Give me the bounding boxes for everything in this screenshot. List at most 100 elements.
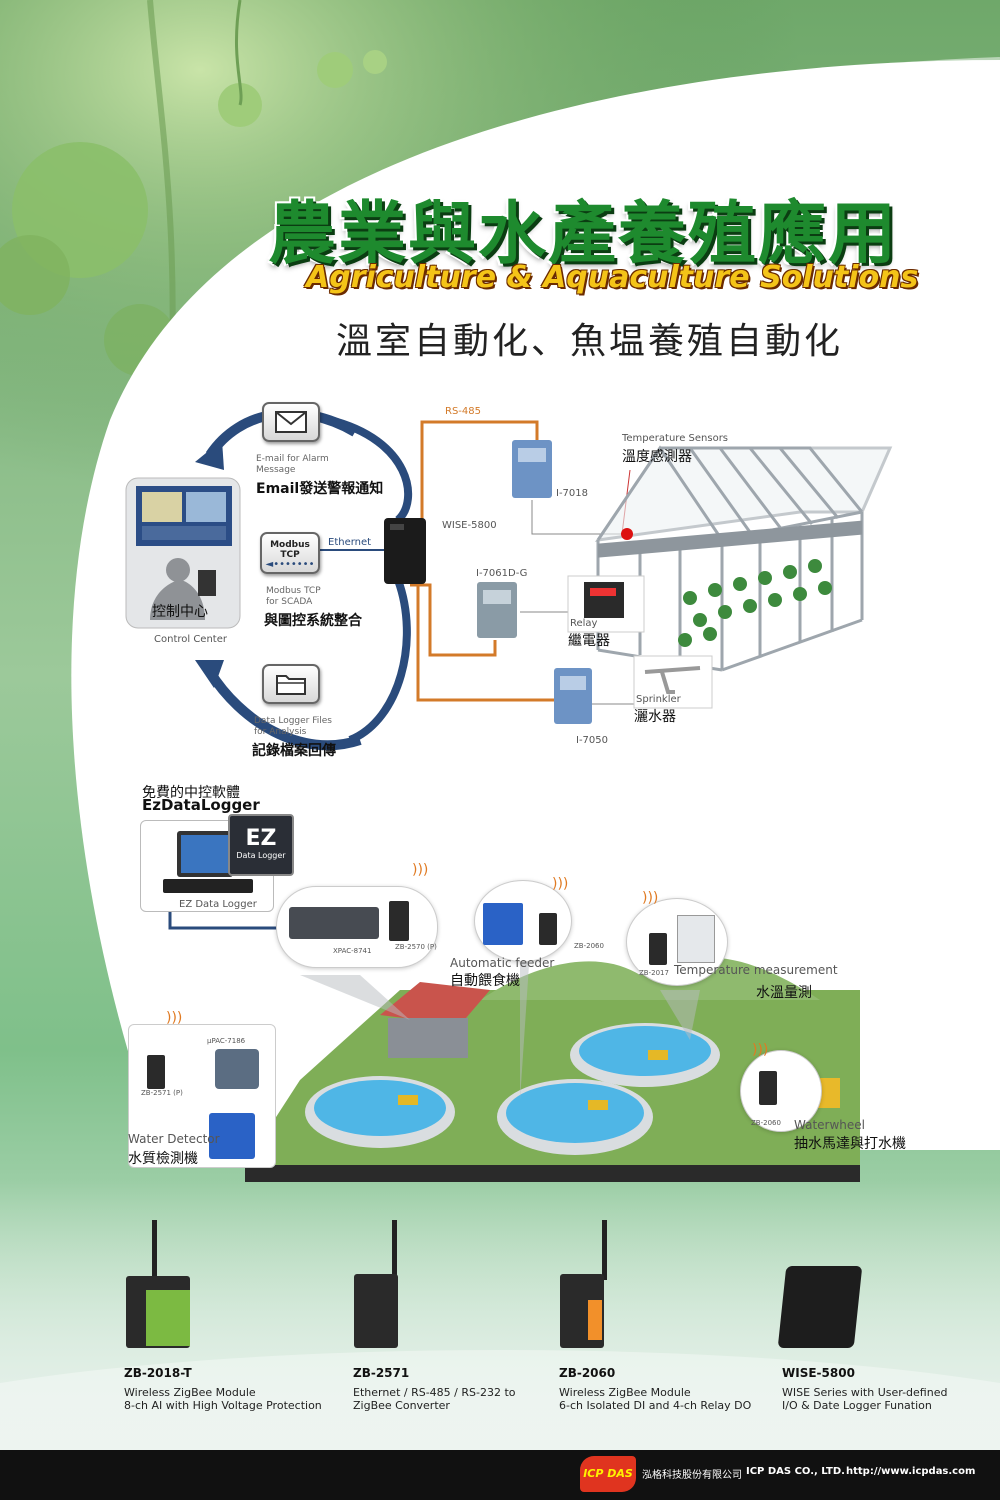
waterwheel-en-label: Waterwheel — [794, 1118, 865, 1132]
product-name: ZB-2018-T — [124, 1366, 192, 1380]
arc-logger — [205, 669, 362, 751]
sprinkler-box — [633, 655, 713, 709]
upac-label: μPAC-7186 — [207, 1037, 246, 1045]
xpac-label: XPAC-8741 — [333, 947, 372, 955]
company-en: ICP DAS CO., LTD. — [746, 1466, 845, 1477]
product-desc: I/O & Date Logger Funation — [782, 1399, 932, 1412]
i7018-label: I-7018 — [556, 488, 589, 499]
pond — [305, 1076, 455, 1148]
product-zb2018t: ZB-2018-T Wireless ZigBee Module 8-ch AI… — [124, 1366, 344, 1412]
email-icon — [262, 402, 320, 442]
waterwheel-zh-label: 抽水馬達與打水機 — [794, 1136, 906, 1152]
product-desc: 8-ch AI with High Voltage Protection — [124, 1399, 322, 1412]
relay-zh-label: 繼電器 — [568, 633, 610, 649]
product-desc: Ethernet / RS-485 / RS-232 to — [353, 1386, 516, 1399]
product-desc: WISE Series with User-defined — [782, 1386, 948, 1399]
feeder-device — [483, 903, 523, 945]
ethernet-label: Ethernet — [328, 537, 372, 548]
greenhouse — [594, 445, 893, 672]
ezdatalogger-label: EzDataLogger — [142, 796, 260, 814]
icpdas-logo: ICP DAS — [580, 1456, 636, 1492]
product-zb2571-image — [352, 1220, 402, 1350]
rs485-line — [410, 583, 497, 657]
modbus-tcp-icon: Modbus TCP ◄••••••• — [260, 532, 320, 574]
arrow-logger — [195, 660, 224, 688]
product-zb2018t-image — [122, 1220, 194, 1350]
feeder-bubble — [474, 880, 572, 962]
relay-en-label: Relay — [570, 618, 598, 629]
product-desc: 6-ch Isolated DI and 4-ch Relay DO — [559, 1399, 752, 1412]
water-zh-label: 水質檢測機 — [128, 1151, 198, 1167]
operator-silhouette — [150, 580, 205, 620]
zb2017-label: ZB-2017 — [639, 969, 669, 977]
upac-device — [215, 1049, 259, 1089]
arrow-email — [195, 440, 224, 470]
control-en-label: Control Center — [154, 634, 227, 645]
product-name: ZB-2060 — [559, 1366, 616, 1380]
zb2570-device — [389, 901, 409, 941]
zb2060-b-device — [759, 1071, 777, 1105]
control-zh-label: 控制中心 — [152, 604, 208, 620]
product-desc: ZigBee Converter — [353, 1399, 450, 1412]
modbus-zh-label: 與圖控系統整合 — [264, 613, 362, 629]
arc-right — [329, 416, 413, 523]
email-zh-label: Email發送警報通知 — [256, 481, 384, 497]
temp-meter-device — [677, 915, 715, 963]
tomato — [317, 52, 353, 88]
tomato — [363, 50, 387, 74]
feeder-zh-label: 自動餵食機 — [450, 973, 520, 989]
sprinkler-en-label: Sprinkler — [636, 694, 681, 705]
wifi-icon: ))) — [752, 1042, 769, 1058]
wifi-icon: ))) — [412, 862, 429, 878]
sprinkler-zh-label: 灑水器 — [634, 709, 676, 725]
folder-icon — [262, 664, 320, 704]
zb2060-device — [539, 913, 557, 945]
product-zb2060-image — [558, 1220, 608, 1350]
product-name: ZB-2571 — [353, 1366, 410, 1380]
zb2571-device — [147, 1055, 165, 1089]
title-zh: 農業與水產養殖應用 — [268, 195, 899, 274]
feeder-en-label: Automatic feeder — [450, 956, 555, 970]
house — [388, 1018, 468, 1058]
product-wise5800-image — [777, 1266, 863, 1350]
product-desc: Wireless ZigBee Module — [124, 1386, 256, 1399]
product-zb2060: ZB-2060 Wireless ZigBee Module 6-ch Isol… — [559, 1366, 769, 1412]
ez-logger-label: EZ Data Logger — [179, 899, 257, 910]
plants — [678, 559, 832, 647]
wise-5800-device — [384, 518, 426, 584]
water-en-label: Water Detector — [128, 1132, 220, 1146]
website-link[interactable]: http://www.icpdas.com — [846, 1466, 976, 1477]
wise5800-label: WISE-5800 — [442, 520, 497, 531]
zb2060-label: ZB-2060 — [574, 942, 604, 950]
title-en: Agriculture & Aquaculture Solutions — [306, 260, 919, 295]
aquaculture-scene — [168, 910, 860, 1182]
zb2571p-label: ZB-2571 (P) — [141, 1089, 183, 1097]
xpac-device — [289, 907, 379, 939]
water-detector-box: μPAC-7186 ZB-2571 (P) — [128, 1024, 276, 1168]
waterwheel-bubble: ZB-2060 — [740, 1050, 822, 1132]
temp-sensor-en-label: Temperature Sensors — [622, 433, 729, 444]
temp-bubble: ZB-2017 — [626, 898, 728, 986]
subtitle: 溫室自動化、魚塭養殖自動化 — [336, 321, 844, 362]
ez-logo: EZ Data Logger — [228, 814, 294, 876]
rs485-label: RS-485 — [445, 406, 481, 417]
footer: ICP DAS 泓格科技股份有限公司 ICP DAS CO., LTD. htt… — [0, 1450, 1000, 1500]
product-desc: Wireless ZigBee Module — [559, 1386, 691, 1399]
zb2570-label: ZB-2570 (P) — [395, 943, 437, 951]
water-meter-device — [209, 1113, 255, 1159]
product-name: WISE-5800 — [782, 1366, 855, 1380]
wifi-icon: ))) — [552, 876, 569, 892]
company-zh: 泓格科技股份有限公司 — [642, 1470, 742, 1481]
logger-zh-label: 記錄檔案回傳 — [252, 743, 336, 759]
pond — [497, 1079, 653, 1155]
free-software-label: 免費的中控軟體 — [142, 785, 240, 801]
house-roof — [380, 982, 490, 1025]
product-zb2571: ZB-2571 Ethernet / RS-485 / RS-232 to Zi… — [353, 1366, 553, 1412]
temp-meas-zh-label: 水溫量測 — [756, 985, 812, 1001]
wifi-icon: ))) — [642, 890, 659, 906]
temp-sensor-zh-label: 溫度感測器 — [622, 449, 692, 465]
zb2060-b-label: ZB-2060 — [751, 1119, 781, 1127]
product-wise5800: WISE-5800 WISE Series with User-defined … — [782, 1366, 982, 1412]
